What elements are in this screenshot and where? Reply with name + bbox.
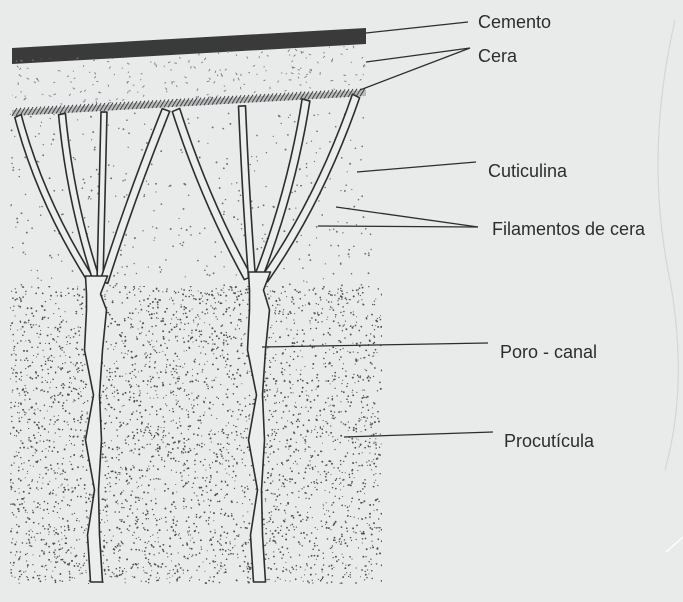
label-filamentos-de-cera: Filamentos de cera <box>492 219 646 239</box>
label-procuticula: Procutícula <box>504 431 595 451</box>
label-cuticulina: Cuticulina <box>488 161 568 181</box>
label-cemento: Cemento <box>478 12 551 32</box>
label-cera: Cera <box>478 46 518 66</box>
label-poro-canal: Poro - canal <box>500 342 597 362</box>
